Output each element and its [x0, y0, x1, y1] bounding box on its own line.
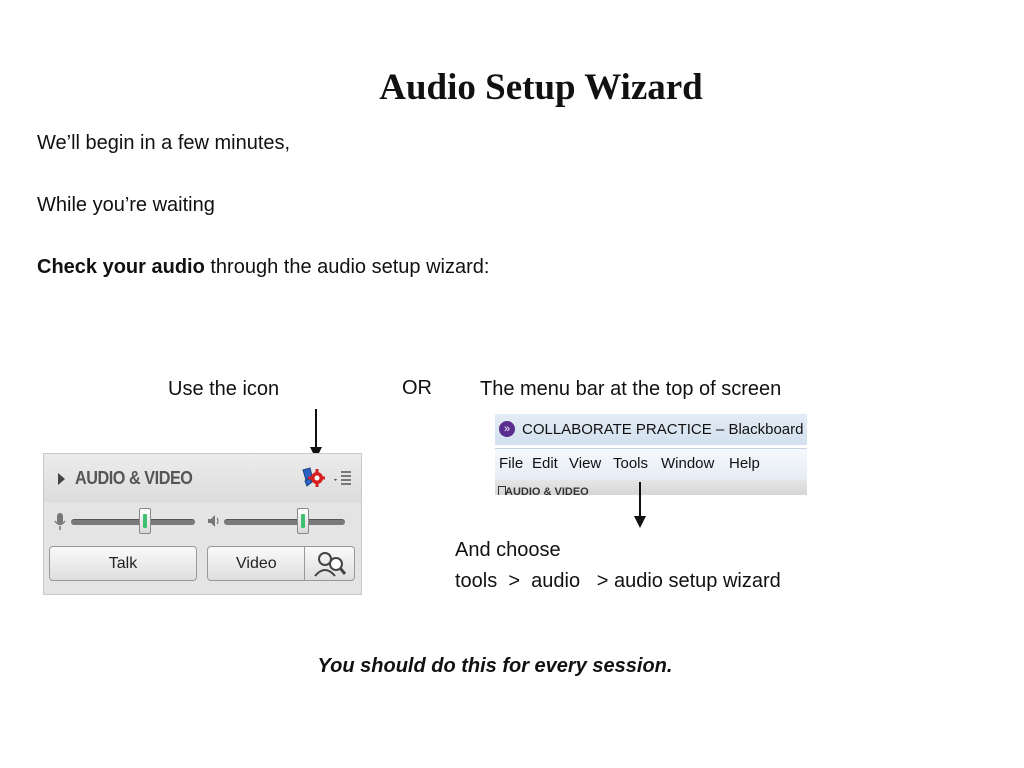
check-audio-rest: through the audio setup wizard:: [204, 256, 490, 278]
and-choose-label: And choose: [455, 539, 561, 561]
menu-tools[interactable]: Tools: [613, 455, 649, 472]
check-audio-line: Check your audio through the audio setup…: [37, 256, 489, 279]
mic-slider-thumb[interactable]: [139, 508, 152, 534]
video-button-label: Video: [236, 555, 277, 572]
arrow-shaft-icon: [639, 482, 641, 518]
speaker-slider-thumb[interactable]: [296, 508, 309, 534]
expand-box-icon[interactable]: [498, 486, 506, 495]
intro-line-2: While you’re waiting: [37, 194, 215, 216]
check-audio-bold: Check your audio: [37, 256, 205, 278]
av-panel-title: AUDIO & VIDEO: [75, 468, 193, 488]
slide-title: Audio Setup Wizard: [379, 67, 703, 108]
expand-triangle-icon[interactable]: [58, 473, 65, 485]
window-title: COLLABORATE PRACTICE – Blackboard C: [522, 421, 807, 438]
volume-slider-row: [44, 504, 361, 540]
panel-title-strip: AUDIO & VIDEO: [495, 480, 807, 495]
collaborate-logo-icon: »: [499, 421, 515, 437]
menu-bar-screenshot: » COLLABORATE PRACTICE – Blackboard C Fi…: [495, 414, 807, 495]
audio-video-panel: AUDIO & VIDEO: [43, 453, 362, 595]
menu-view[interactable]: View: [569, 455, 602, 472]
speaker-icon: [206, 512, 220, 535]
video-search-icon[interactable]: [312, 550, 348, 590]
or-label: OR: [402, 377, 432, 399]
video-button[interactable]: Video: [207, 546, 355, 581]
footer-note: You should do this for every session.: [317, 655, 673, 677]
menu-path-text: tools > audio > audio setup wizard: [455, 570, 781, 592]
arrow-head-icon: [634, 516, 646, 528]
speaker-slider-track[interactable]: [224, 519, 345, 525]
menu-help[interactable]: Help: [729, 455, 760, 472]
window-title-bar: » COLLABORATE PRACTICE – Blackboard C: [495, 414, 807, 445]
arrow-shaft-icon: [315, 409, 317, 449]
menu-file[interactable]: File: [499, 455, 524, 472]
menu-bar: File Edit View Tools Window Help: [495, 448, 807, 481]
mic-slider-track[interactable]: [71, 519, 195, 525]
use-icon-label: Use the icon: [168, 378, 280, 400]
menu-edit[interactable]: Edit: [532, 455, 558, 472]
video-button-divider: [304, 547, 305, 580]
av-panel-header: AUDIO & VIDEO: [44, 454, 361, 502]
talk-button[interactable]: Talk: [49, 546, 197, 581]
menu-window[interactable]: Window: [661, 455, 715, 472]
panel-strip-title: AUDIO & VIDEO: [505, 486, 589, 495]
menu-bar-label: The menu bar at the top of screen: [480, 378, 782, 400]
intro-line-1: We’ll begin in a few minutes,: [37, 132, 291, 154]
panel-menu-icon[interactable]: [333, 470, 353, 491]
audio-setup-wizard-icon[interactable]: [300, 466, 326, 495]
mic-icon: [54, 512, 66, 537]
